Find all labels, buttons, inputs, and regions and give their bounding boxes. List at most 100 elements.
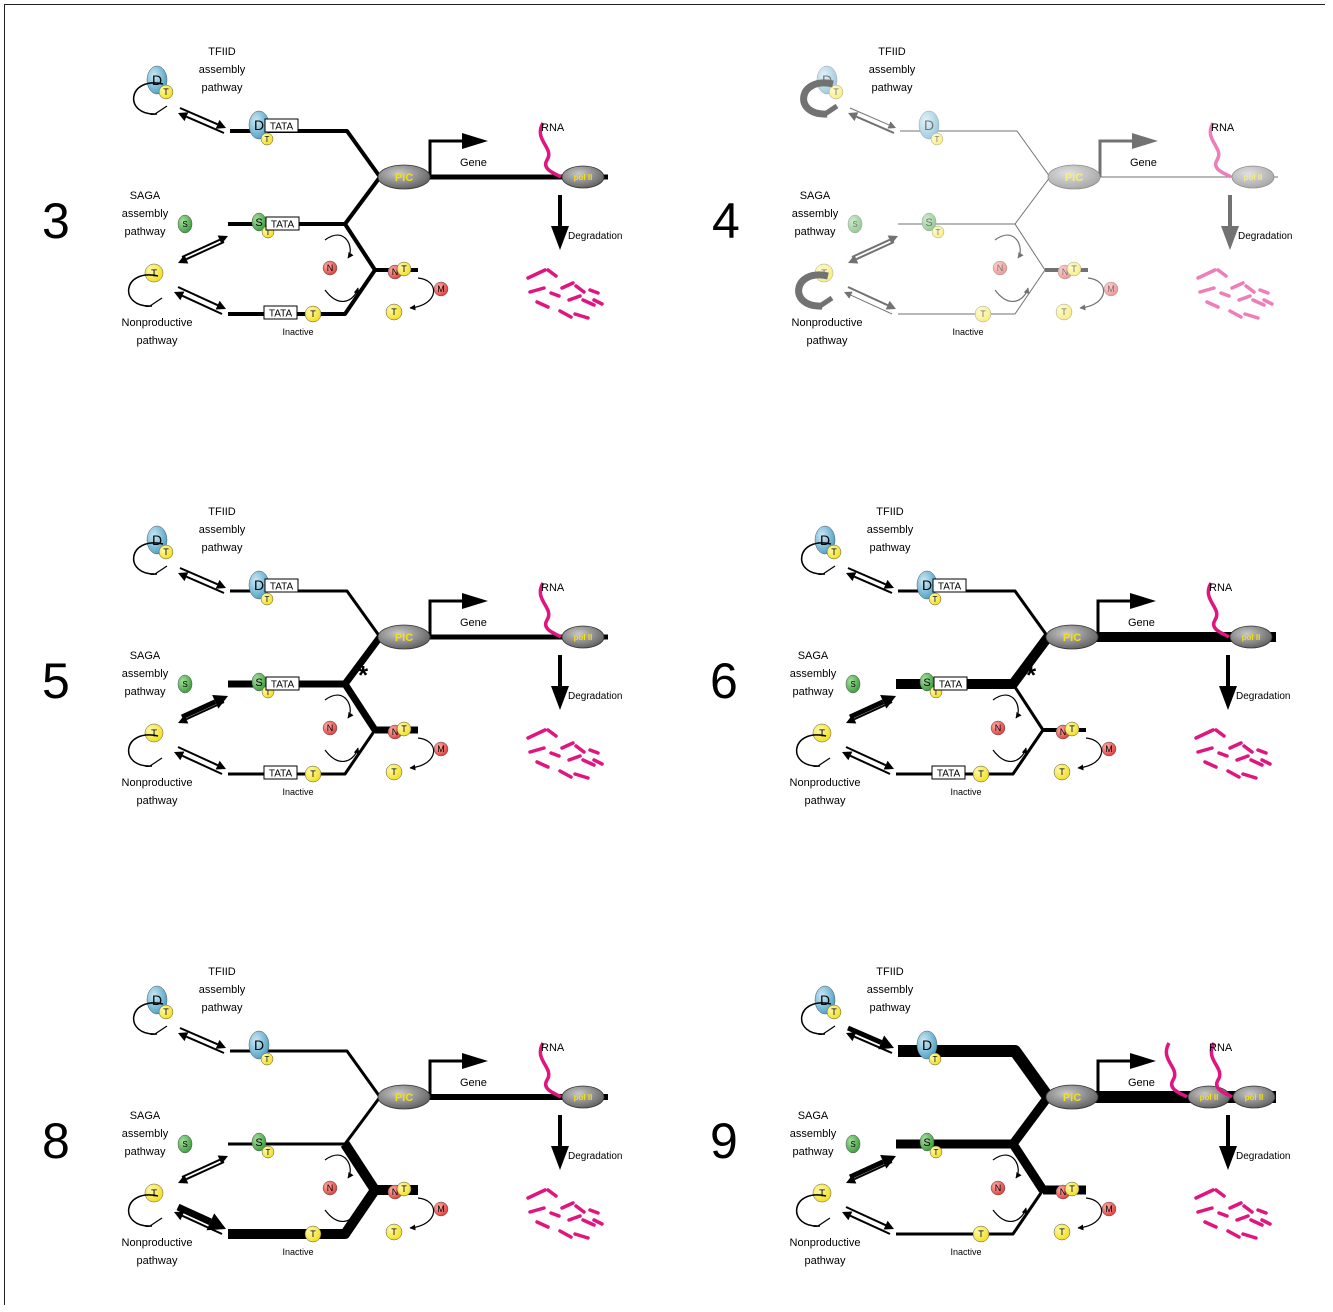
tfiid-release-arrow xyxy=(178,112,225,134)
tfiid-autoinhibition-loop-curve xyxy=(132,82,164,115)
tfiid-binding-arrow-shaft xyxy=(847,1025,883,1045)
degradation-arrow-head xyxy=(1219,1146,1237,1170)
tfiid-release-arrow-shaft xyxy=(854,1035,893,1054)
rna-fragment xyxy=(1244,284,1256,294)
saga-release-arrow-shaft xyxy=(185,241,225,261)
bound-saga-tbp: T xyxy=(929,1145,943,1159)
tfiid-label-3: pathway xyxy=(202,82,243,94)
bound-nc2-tbp-letter: T xyxy=(1069,1184,1075,1194)
panel-number: 3 xyxy=(42,193,70,249)
released-tbp-letter: T xyxy=(391,767,397,777)
pic-label: PIC xyxy=(395,172,413,184)
free-tbp-shape xyxy=(812,723,832,743)
free-tfiid-tbp-shape xyxy=(826,1004,842,1020)
bound-tfiid-tbp: T xyxy=(928,1052,942,1066)
rna-strand xyxy=(538,582,563,639)
nc2-branch-upper xyxy=(343,222,377,272)
bound-tfiid-letter: D xyxy=(254,1037,264,1053)
tfiid-binding-arrow-shaft xyxy=(179,107,218,126)
saga-binding-arrow xyxy=(180,694,228,720)
pol-ii: pol II xyxy=(1187,1085,1231,1109)
tfiid-label-2: assembly xyxy=(199,64,246,76)
rna-fragment xyxy=(592,298,604,306)
rna-fragment xyxy=(1241,772,1258,780)
nonprod-tata-box-box xyxy=(263,765,298,780)
free-saga-letter: S xyxy=(850,680,855,689)
released-tbp: T xyxy=(385,763,403,781)
free-tfiid-tbp-shape xyxy=(158,84,174,100)
tfiid-release-arrow-shaft xyxy=(186,575,225,594)
free-tfiid-tbp-letter: T xyxy=(831,1007,837,1017)
nonprod-label-1: Nonproductive xyxy=(792,317,863,329)
free-saga-shape xyxy=(845,674,861,694)
mot1: M xyxy=(1101,1201,1117,1217)
nonprod-label-2: pathway xyxy=(137,1255,178,1267)
nonprod-label-2: pathway xyxy=(137,795,178,807)
gene-label: Gene xyxy=(460,1077,487,1089)
free-tfiid-letter: D xyxy=(152,72,162,88)
saga-tata-box-box xyxy=(265,676,300,691)
rna-fragment xyxy=(1249,1218,1264,1227)
free-saga-shape xyxy=(845,1134,861,1154)
pol-ii-label: pol II xyxy=(574,173,593,182)
tfiid-tata-box-box xyxy=(932,578,967,593)
bound-nc2-tbp: T xyxy=(396,1181,412,1197)
free-tfiid-tbp-shape xyxy=(828,84,844,100)
saga-release-arrow xyxy=(178,1161,225,1184)
free-tfiid-tbp-letter: T xyxy=(163,547,169,557)
tbp-autoinhibition-loop-curve xyxy=(795,271,829,310)
saga-label-2: assembly xyxy=(122,208,169,220)
tfiid-binding-arrow-head xyxy=(215,1039,226,1049)
bound-saga-tbp-shape xyxy=(261,1145,275,1159)
pol-ii-shape xyxy=(561,625,605,649)
rna-fragment xyxy=(1260,758,1272,766)
tfiid-binding-arrow-head xyxy=(883,579,894,589)
tfiid-autoinhibition-loop-minus: - xyxy=(818,565,823,581)
rna-fragment xyxy=(1214,1188,1226,1198)
saga-binding-arrow-head xyxy=(887,235,898,245)
pic: PIC xyxy=(1045,624,1099,650)
tfiid-release-arrow-head xyxy=(178,112,189,122)
inactive-tbp: T xyxy=(972,1225,990,1243)
tbp-autoinhibition-loop-bar xyxy=(149,297,163,307)
free-tfiid-tbp-letter: T xyxy=(163,1007,169,1017)
bound-nc2-letter: N xyxy=(1060,727,1067,737)
nonprod-label-1: Nonproductive xyxy=(790,1237,861,1249)
mot1: M xyxy=(433,281,449,297)
bound-saga-letter: S xyxy=(255,1137,262,1149)
saga-release-arrow-head xyxy=(846,714,857,724)
mot1-letter: M xyxy=(437,284,445,294)
tbp-autoinhibition-loop-minus: - xyxy=(145,297,150,313)
bound-nc2-tbp: T xyxy=(1064,721,1080,737)
mot1-release-arrow xyxy=(409,737,435,771)
tbp-autoinhibition-loop-bar xyxy=(817,757,831,767)
tfiid-autoinhibition-loop-minus: - xyxy=(150,565,155,581)
pic: PIC xyxy=(377,624,431,650)
pic: PIC xyxy=(1047,164,1101,190)
rna-fragment xyxy=(574,744,586,754)
bound-tfiid-letter: D xyxy=(254,577,264,593)
saga-label-3: pathway xyxy=(795,226,836,238)
tss-arrow-head xyxy=(462,593,488,609)
rna-fragment xyxy=(1235,754,1250,762)
tbp-autoinhibition-loop-curve xyxy=(127,734,159,767)
tfiid-release-arrow xyxy=(178,1032,225,1054)
inactive-tbp-shape xyxy=(304,1225,322,1243)
tbp-autoinhibition-loop-minus: - xyxy=(815,297,820,313)
tfiid-trunk xyxy=(230,1049,382,1098)
rna-label: RNA xyxy=(1209,1042,1233,1054)
rna-fragment xyxy=(558,1229,573,1239)
saga-label-3: pathway xyxy=(125,686,166,698)
saga-label-2: assembly xyxy=(790,668,837,680)
rna-fragment xyxy=(1256,748,1268,755)
tbp-autoinhibition-loop: - xyxy=(127,274,163,313)
tfiid-release-arrow-shaft xyxy=(856,115,895,134)
tss-arrow-shaft xyxy=(428,1059,468,1097)
mot1-letter: M xyxy=(437,1204,445,1214)
rna-fragment xyxy=(1198,286,1216,294)
bound-tfiid-letter: D xyxy=(254,117,264,133)
inactive-tbp-letter: T xyxy=(978,769,984,779)
bound-tfiid-tbp: T xyxy=(260,132,274,146)
free-tbp-letter: T xyxy=(819,729,825,740)
